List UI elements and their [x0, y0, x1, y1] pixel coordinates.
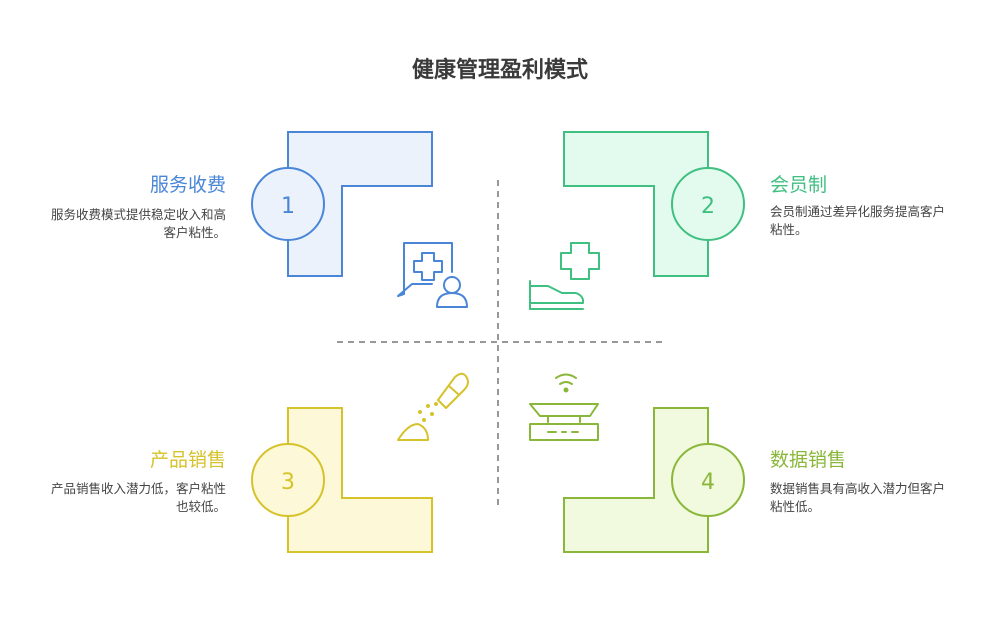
health-care-hand-icon — [529, 242, 600, 310]
quadrant-3-number: 3 — [281, 470, 295, 495]
quadrant-2-title: 会员制 — [770, 174, 828, 196]
diagram-title: 健康管理盈利模式 — [411, 58, 588, 83]
supplement-pill-icon — [397, 372, 469, 441]
quadrant-2-desc: 会员制通过差异化服务提高客户粘性。 — [770, 204, 946, 237]
quadrant-3-shape — [287, 407, 433, 553]
quadrant-2-shape — [563, 131, 709, 277]
quadrant-3-desc: 产品销售收入潜力低，客户粘性也较低。 — [51, 481, 227, 514]
quadrant-1-shape — [287, 131, 433, 277]
quadrant-3-title: 产品销售 — [149, 449, 226, 471]
quadrant-1-desc: 服务收费模式提供稳定收入和高客户粘性。 — [51, 207, 227, 240]
quadrant-2-number: 2 — [701, 194, 715, 219]
quadrant-4-number: 4 — [701, 470, 715, 495]
quadrant-4-badge — [671, 443, 745, 517]
quadrant-1-badge — [251, 167, 325, 241]
medical-consultation-icon — [397, 242, 468, 308]
quadrant-2-badge — [671, 167, 745, 241]
quadrant-4-desc: 数据销售具有高收入潜力但客户粘性低。 — [770, 481, 946, 514]
quadrant-4-title: 数据销售 — [770, 449, 847, 471]
quadrant-1-number: 1 — [281, 194, 295, 219]
quadrant-3-badge — [251, 443, 325, 517]
quadrant-1-title: 服务收费 — [149, 174, 226, 196]
smart-scale-icon — [529, 373, 599, 441]
quadrant-4-shape — [563, 407, 709, 553]
